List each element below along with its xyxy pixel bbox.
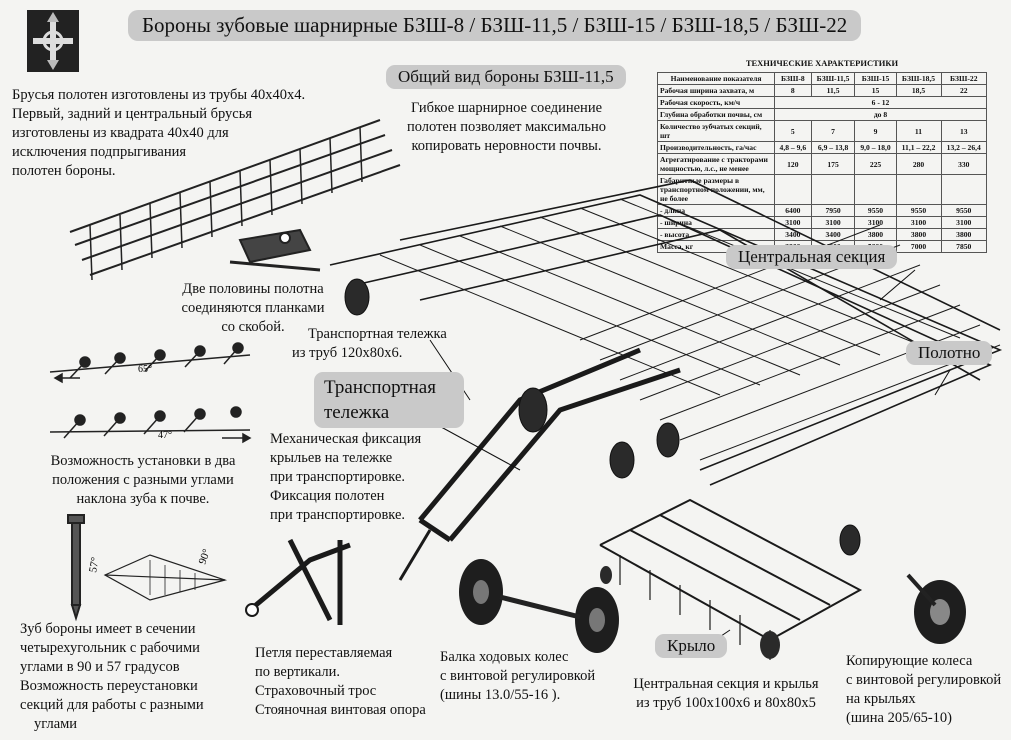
central-section-label: Центральная секция [726, 245, 898, 269]
spec-row-value: 9 [854, 120, 897, 142]
general-view-label: Общий вид бороны БЗШ-11,5 [386, 65, 626, 89]
page-title: Бороны зубовые шарнирные БЗШ-8 / БЗШ-11,… [128, 10, 862, 41]
spec-row-value [940, 174, 988, 205]
wing-illustration [599, 498, 863, 660]
section-pipes-text: Центральная секция и крылья из труб 100х… [633, 676, 819, 711]
tilt-text: Возможность установки в два положения с … [50, 453, 236, 507]
tooth-illustration [67, 514, 85, 622]
angle-47-label: 47° [158, 430, 172, 441]
spec-table-title: ТЕХНИЧЕСКИЕ ХАРАКТЕРИСТИКИ [745, 58, 899, 68]
fixation-text: Механическая фиксация крыльев на тележке… [270, 431, 422, 523]
loop-text: Петля переставляемая по вертикали. Страх… [255, 645, 426, 718]
tooth-angle-diagram [49, 342, 252, 444]
spec-row-name: Габаритные размеры в транспортном положе… [657, 174, 775, 205]
harrow-section-illustration [69, 119, 401, 281]
halves-text: Две половины полотна соединяются планкам… [181, 281, 325, 335]
brand-logo [27, 10, 79, 72]
logo-emblem-icon [33, 12, 73, 70]
angle-90-label: 90° [197, 547, 214, 566]
spec-row: Габаритные размеры в транспортном положе… [657, 174, 988, 205]
hinge-detail-illustration [229, 228, 321, 272]
flex-joint-text: Гибкое шарнирное соединение полотен позв… [406, 100, 606, 154]
angle-65-label: 65° [138, 364, 152, 375]
polotno-label: Полотно [906, 341, 993, 365]
spec-row-value: 7850 [940, 240, 988, 253]
tooth-section-diagram [103, 554, 228, 601]
spec-row-value [854, 174, 897, 205]
angle-57-label: 57° [87, 556, 101, 573]
copy-wheel-illustration [906, 573, 966, 644]
main-harrow-illustration [329, 179, 1003, 581]
hitch-loop-illustration [245, 538, 351, 625]
copy-wheels-text: Копирующие колеса с винтовой регулировко… [846, 653, 1002, 726]
tooth-text: Зуб бороны имеет в сечении четырехугольн… [20, 621, 204, 732]
transport-cart-label: Транспортная тележка [314, 372, 464, 428]
wheel-beam-text: Балка ходовых колес с винтовой регулиров… [440, 649, 596, 703]
spec-row-value: 330 [940, 153, 988, 175]
wing-label: Крыло [655, 634, 728, 658]
beams-text: Брусья полотен изготовлены из трубы 40х4… [12, 87, 306, 179]
wheel-beam-illustration [459, 559, 619, 653]
cart-pipes-text: Транспортная тележка из труб 120х80х6. [292, 326, 447, 361]
main-wheels [344, 278, 861, 556]
spec-row: Агрегатирование с тракторами мощностью, … [657, 153, 988, 175]
